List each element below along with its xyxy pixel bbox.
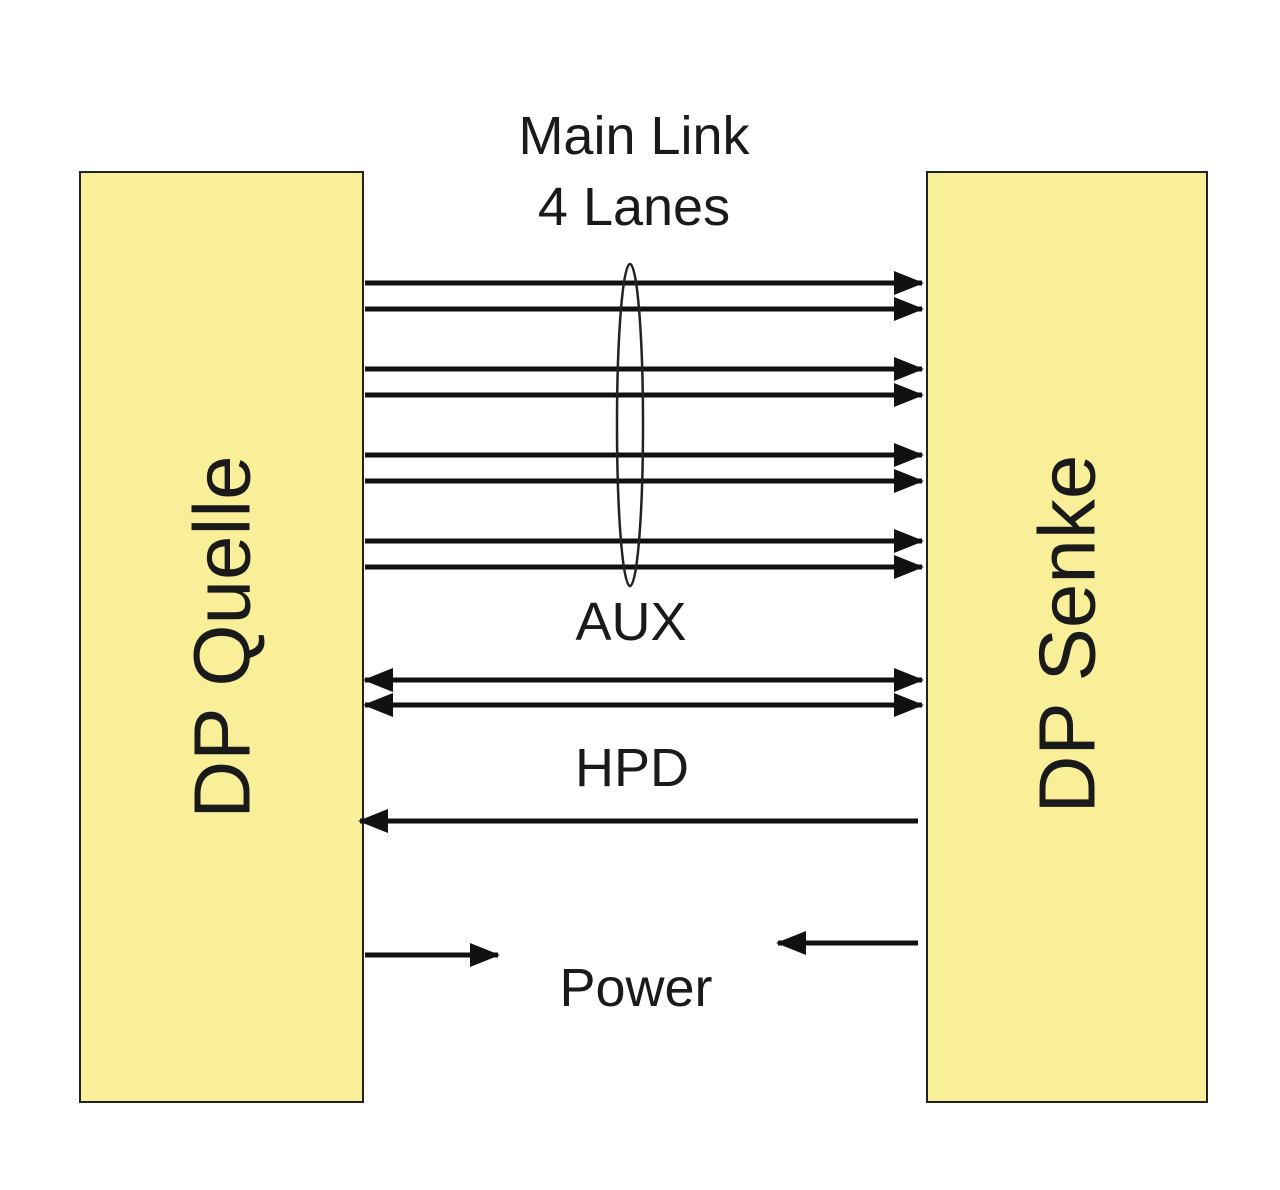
main-link-lanes-label: 4 Lanes bbox=[538, 177, 730, 237]
main-link-label: Main Link bbox=[518, 106, 750, 166]
sink-block: DP Senke bbox=[926, 171, 1208, 1103]
sink-block-label: DP Senke bbox=[1023, 455, 1112, 814]
aux-label: AUX bbox=[575, 592, 686, 652]
sink-block-box bbox=[926, 171, 1208, 1103]
power-label: Power bbox=[559, 958, 712, 1018]
lane-bundle-ellipse bbox=[615, 262, 645, 588]
aux-channel bbox=[363, 668, 924, 717]
hpd-label: HPD bbox=[575, 738, 689, 798]
source-block: DP Quelle bbox=[79, 171, 364, 1103]
source-block-label: DP Quelle bbox=[178, 455, 267, 818]
source-block-box bbox=[79, 171, 364, 1103]
